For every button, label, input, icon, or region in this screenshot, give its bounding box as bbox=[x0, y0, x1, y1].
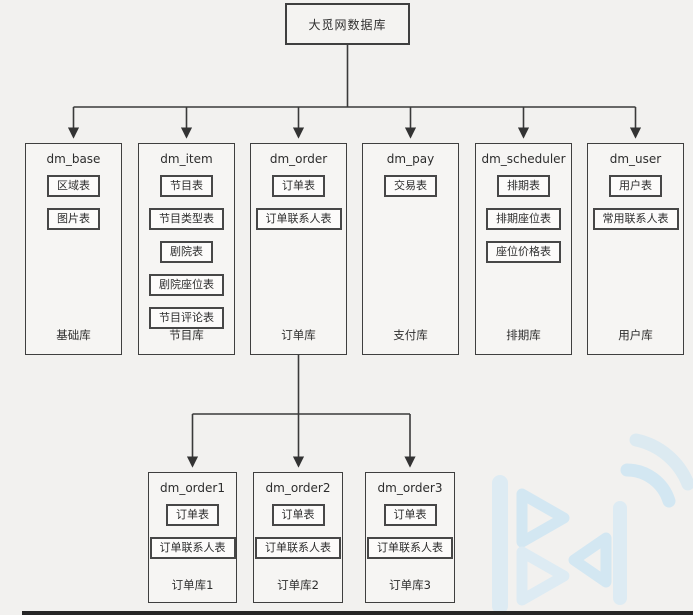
db-node-dm-order2: dm_order2 订单表 订单联系人表 订单库2 bbox=[253, 472, 343, 603]
table-box: 区域表 bbox=[47, 175, 100, 197]
db-name: dm_user bbox=[609, 152, 662, 166]
db-node-dm-order1: dm_order1 订单表 订单联系人表 订单库1 bbox=[148, 472, 237, 603]
table-box: 剧院表 bbox=[160, 241, 213, 263]
table-box: 常用联系人表 bbox=[592, 208, 679, 230]
db-name: dm_order3 bbox=[377, 481, 443, 495]
table-box: 订单表 bbox=[383, 504, 437, 526]
table-box: 节目表 bbox=[160, 175, 213, 197]
table-list: 订单表 订单联系人表 bbox=[254, 504, 342, 559]
db-footer-label: 支付库 bbox=[393, 328, 428, 342]
db-footer-label: 用户库 bbox=[618, 328, 653, 342]
db-footer-label: 节目库 bbox=[169, 328, 204, 342]
db-footer-label: 订单库1 bbox=[171, 578, 214, 592]
table-list: 交易表 bbox=[363, 175, 458, 197]
db-name: dm_order1 bbox=[160, 481, 225, 495]
table-box: 订单联系人表 bbox=[255, 208, 342, 230]
table-list: 用户表 常用联系人表 bbox=[588, 175, 683, 230]
table-box: 排期表 bbox=[497, 175, 550, 197]
table-box: 座位价格表 bbox=[486, 241, 561, 263]
table-box: 订单表 bbox=[271, 504, 325, 526]
table-box: 订单表 bbox=[272, 175, 325, 197]
db-footer-label: 订单库 bbox=[281, 328, 316, 342]
bottom-edge-strip bbox=[22, 611, 693, 615]
db-node-dm-user: dm_user 用户表 常用联系人表 用户库 bbox=[587, 143, 684, 355]
db-node-dm-base: dm_base 区域表 图片表 基础库 bbox=[25, 143, 122, 355]
db-name: dm_scheduler bbox=[481, 152, 566, 166]
table-box: 图片表 bbox=[47, 208, 100, 230]
db-name: dm_order2 bbox=[265, 481, 331, 495]
db-name: dm_base bbox=[46, 152, 101, 166]
table-box: 用户表 bbox=[609, 175, 662, 197]
db-footer-label: 排期库 bbox=[506, 328, 541, 342]
table-box: 交易表 bbox=[384, 175, 437, 197]
table-list: 订单表 订单联系人表 bbox=[251, 175, 346, 230]
db-name: dm_item bbox=[160, 152, 213, 166]
db-node-dm-pay: dm_pay 交易表 支付库 bbox=[362, 143, 459, 355]
db-footer-label: 订单库3 bbox=[389, 578, 431, 592]
db-node-dm-order: dm_order 订单表 订单联系人表 订单库 bbox=[250, 143, 347, 355]
table-list: 订单表 订单联系人表 bbox=[149, 504, 236, 559]
table-box: 节目类型表 bbox=[149, 208, 224, 230]
db-node-dm-order3: dm_order3 订单表 订单联系人表 订单库3 bbox=[365, 472, 455, 603]
table-box: 订单联系人表 bbox=[149, 537, 236, 559]
root-db-title: 大觅网数据库 bbox=[308, 17, 387, 32]
root-db-node: 大觅网数据库 bbox=[285, 3, 410, 45]
db-footer-label: 订单库2 bbox=[277, 578, 319, 592]
db-name: dm_order bbox=[269, 152, 328, 166]
table-list: 订单表 订单联系人表 bbox=[366, 504, 454, 559]
table-list: 节目表 节目类型表 剧院表 剧院座位表 节目评论表 bbox=[139, 175, 234, 329]
table-box: 排期座位表 bbox=[486, 208, 561, 230]
db-name: dm_pay bbox=[386, 152, 435, 166]
table-box: 剧院座位表 bbox=[149, 274, 224, 296]
table-list: 排期表 排期座位表 座位价格表 bbox=[476, 175, 571, 263]
table-box: 订单联系人表 bbox=[255, 537, 341, 559]
table-box: 节目评论表 bbox=[149, 307, 224, 329]
table-list: 区域表 图片表 bbox=[26, 175, 121, 230]
table-box: 订单联系人表 bbox=[367, 537, 453, 559]
db-node-dm-item: dm_item 节目表 节目类型表 剧院表 剧院座位表 节目评论表 节目库 bbox=[138, 143, 235, 355]
db-footer-label: 基础库 bbox=[56, 328, 91, 342]
table-box: 订单表 bbox=[166, 504, 219, 526]
db-node-dm-scheduler: dm_scheduler 排期表 排期座位表 座位价格表 排期库 bbox=[475, 143, 572, 355]
